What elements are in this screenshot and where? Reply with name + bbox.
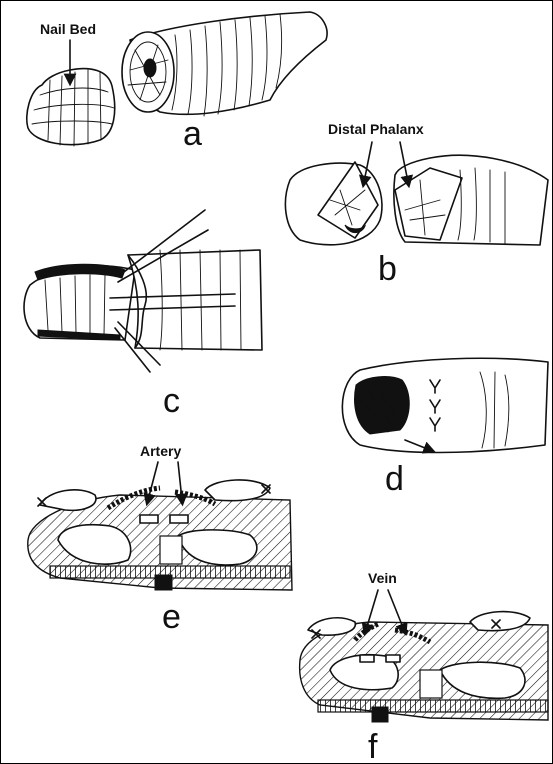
panel-b: Distal Phalanx b — [285, 121, 548, 288]
distal-phalanx-text: Distal Phalanx — [328, 121, 424, 137]
panel-d-letter: d — [385, 460, 404, 498]
panel-c-letter: c — [163, 382, 180, 420]
vein-text: Vein — [368, 570, 397, 586]
nail-bed-text: Nail Bed — [40, 21, 96, 37]
finger-stump-a — [122, 12, 327, 116]
finger-section-e — [28, 480, 292, 590]
panel-f-letter: f — [368, 728, 378, 764]
panel-a-letter: a — [183, 115, 202, 153]
panel-e-letter: e — [162, 598, 181, 636]
panel-a: Nail Bed a — [27, 12, 327, 153]
replanted-tip-c — [24, 264, 135, 340]
panel-f: Vein f — [300, 570, 548, 764]
finger-section-f — [300, 612, 548, 722]
panel-e: Artery e — [28, 443, 292, 636]
panel-b-letter: b — [378, 250, 397, 288]
panel-c: c — [24, 210, 262, 420]
amputated-tip-b — [285, 162, 382, 245]
panel-d: d — [342, 358, 548, 498]
finger-stump-b — [394, 155, 548, 245]
vein-label: Vein — [366, 570, 404, 630]
artery-text: Artery — [140, 443, 181, 459]
replanted-finger-d — [342, 358, 548, 452]
